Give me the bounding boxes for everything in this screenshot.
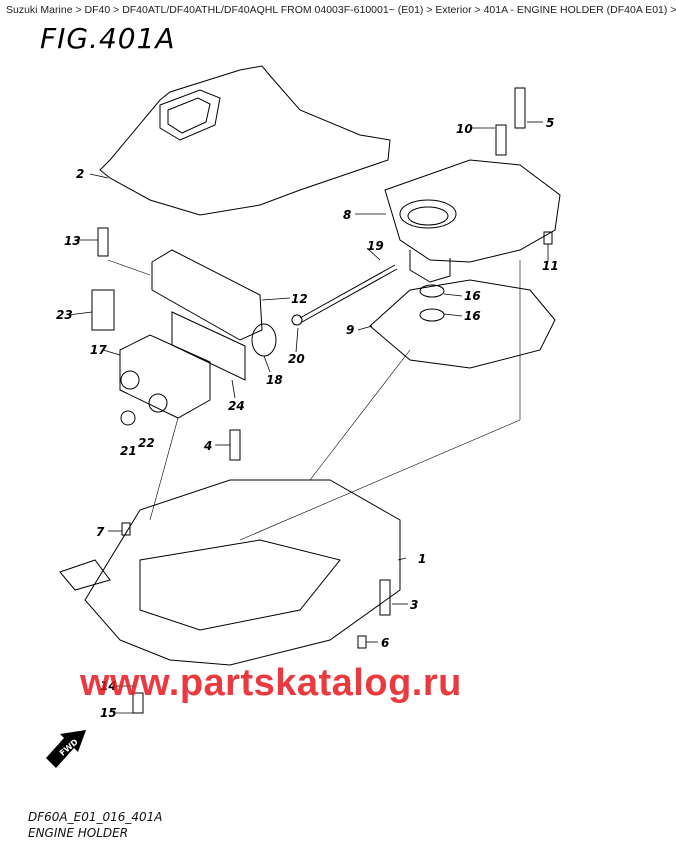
callout-21[interactable]: 21	[120, 444, 137, 458]
breadcrumb-separator: >	[75, 4, 82, 16]
callout-12[interactable]: 12	[291, 292, 308, 306]
figure-title: FIG.401A	[40, 22, 176, 55]
callout-6[interactable]: 6	[381, 636, 389, 650]
breadcrumb: Suzuki Marine > DF40 > DF40ATL/DF40ATHL/…	[6, 4, 676, 17]
callout-1[interactable]: 1	[418, 552, 426, 566]
callout-20[interactable]: 20	[288, 352, 305, 366]
callout-9[interactable]: 9	[346, 323, 354, 337]
leader-lines	[67, 121, 549, 714]
breadcrumb-trailing-separator: >	[670, 4, 676, 16]
callout-16b[interactable]: 16	[464, 309, 481, 323]
callout-15[interactable]: 15	[100, 706, 117, 720]
callout-3[interactable]: 3	[410, 598, 418, 612]
bolt-set	[91, 87, 553, 714]
callout-4[interactable]: 4	[203, 439, 212, 453]
callout-19[interactable]: 19	[367, 239, 384, 253]
engine-holder-base	[59, 479, 401, 666]
breadcrumb-separator: >	[474, 4, 481, 16]
callout-23[interactable]: 23	[56, 308, 73, 322]
breadcrumb-separator: >	[113, 4, 120, 16]
assembly-guide-lines	[107, 259, 521, 541]
breadcrumb-link-df40[interactable]: DF40	[84, 4, 111, 16]
callout-24[interactable]: 24	[228, 399, 245, 413]
breadcrumb-link-model[interactable]: DF40ATL/DF40ATHL/DF40AQHL FROM 04003F-61…	[122, 4, 424, 16]
callout-8[interactable]: 8	[343, 208, 351, 222]
callout-7[interactable]: 7	[96, 525, 105, 539]
bracket-block	[119, 249, 263, 419]
callout-22[interactable]: 22	[138, 436, 155, 450]
breadcrumb-separator: >	[426, 4, 433, 16]
callout-10[interactable]: 10	[456, 122, 473, 136]
breadcrumb-link-exterior[interactable]: Exterior	[435, 4, 472, 16]
watermark: www.partskatalog.ru	[80, 662, 462, 704]
gasket-top	[99, 65, 391, 216]
figure-name: ENGINE HOLDER	[28, 826, 129, 840]
callout-14[interactable]: 14	[100, 679, 117, 693]
callout-2[interactable]: 2	[76, 167, 84, 181]
breadcrumb-current: 401A - ENGINE HOLDER (DF40A E01)	[483, 4, 668, 16]
callout-5[interactable]: 5	[546, 116, 554, 130]
callout-16a[interactable]: 16	[464, 289, 481, 303]
callout-11[interactable]: 11	[542, 259, 559, 273]
gasket-lower	[369, 279, 556, 369]
breadcrumb-link-suzuki-marine[interactable]: Suzuki Marine	[6, 4, 73, 16]
fwd-arrow-icon: FWD	[46, 730, 86, 768]
callout-17[interactable]: 17	[90, 343, 107, 357]
callout-13[interactable]: 13	[64, 234, 81, 248]
engine-holder-cover	[384, 159, 561, 283]
parts-diagram: 1 2 3 4 5 6 7 8 9 10 11 12 13 14 15 16 1…	[46, 65, 561, 768]
callout-18[interactable]: 18	[266, 373, 283, 387]
figure-code: DF60A_E01_016_401A	[28, 810, 163, 824]
